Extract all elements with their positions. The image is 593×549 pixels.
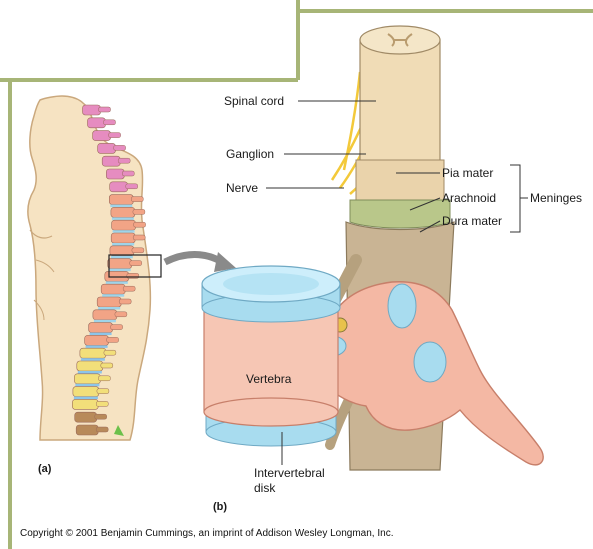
spinous-process xyxy=(131,197,143,202)
vertebra-segment xyxy=(76,425,98,435)
pia-mater-label: Pia mater xyxy=(442,166,493,180)
spinous-process xyxy=(98,376,110,381)
spinous-process xyxy=(111,325,123,330)
intervertebral-disk-segment xyxy=(113,230,135,233)
meninges-bracket xyxy=(510,165,520,232)
spinous-process xyxy=(115,312,127,317)
intervertebral-disk-segment xyxy=(90,333,112,336)
vertebra-segment xyxy=(98,143,116,153)
vertebra-segment xyxy=(110,246,134,256)
facet-right xyxy=(414,342,446,382)
vertebra-segment xyxy=(97,297,121,307)
arachnoid-label: Arachnoid xyxy=(442,191,496,205)
vertebra-segment xyxy=(73,387,99,397)
nerve-label: Nerve xyxy=(226,181,258,195)
panel-a-label: (a) xyxy=(38,462,51,476)
zoom-arrow xyxy=(165,255,222,263)
vertebra-segment xyxy=(72,399,98,409)
intervertebral-disk-segment xyxy=(111,256,133,258)
spinous-process xyxy=(109,133,121,138)
intervertebral-disk-segment xyxy=(109,269,131,272)
vertebra-segment xyxy=(83,105,101,115)
intervertebral-disk-segment xyxy=(81,358,105,361)
spinous-process xyxy=(133,235,145,240)
vertebra-segment xyxy=(85,335,109,345)
ganglion-label: Ganglion xyxy=(226,147,274,161)
intervertebral-disk-segment xyxy=(106,281,128,284)
vertebra-body-bottom xyxy=(204,398,338,426)
vertebra-segment xyxy=(93,310,117,320)
vertebra-segment xyxy=(106,169,124,179)
intervertebral-disk-segment xyxy=(98,307,120,310)
vertebra-segment xyxy=(110,182,128,192)
intervertebral-disk-segment xyxy=(78,371,102,374)
spinous-process xyxy=(132,248,144,253)
vertebra-segment xyxy=(93,131,111,141)
intervertebral-disk-segment xyxy=(94,320,116,323)
spinous-process xyxy=(126,184,138,189)
vertebra-segment xyxy=(77,361,103,371)
copyright-notice: Copyright © 2001 Benjamin Cummings, an i… xyxy=(20,528,393,539)
spinous-process xyxy=(96,401,108,406)
vertebra-segment xyxy=(101,284,125,294)
panel-b-label: (b) xyxy=(213,500,227,514)
dura-mater-label: Dura mater xyxy=(442,214,502,228)
vertebra-segment xyxy=(88,118,106,128)
spinous-process xyxy=(107,337,119,342)
spinous-process xyxy=(122,171,134,176)
vertebra-segment xyxy=(80,348,106,358)
vertebra-segment xyxy=(109,195,133,205)
vertebra-segment xyxy=(112,220,136,230)
spinal-cord-label: Spinal cord xyxy=(224,94,284,108)
vertebra-label: Vertebra xyxy=(246,372,291,386)
vertebra-segment xyxy=(75,412,97,422)
spinous-process xyxy=(104,120,116,125)
vertebra-segment xyxy=(89,323,113,333)
intervertebral-disk-segment xyxy=(110,205,132,208)
vertebral-body-group xyxy=(202,266,340,446)
meninges-label: Meninges xyxy=(530,191,582,205)
pia-mater-layer xyxy=(356,160,444,200)
intervertebral-disk-segment xyxy=(112,243,134,246)
nucleus-pulposus xyxy=(223,273,319,295)
spinous-process xyxy=(101,363,113,368)
spinous-process xyxy=(119,299,131,304)
vertebra-segment xyxy=(111,233,135,243)
vertebra-segment xyxy=(108,259,132,269)
spinous-process xyxy=(96,427,108,432)
spinous-process xyxy=(114,145,126,150)
intervertebral-disk-segment xyxy=(86,345,108,348)
vertebra-segment xyxy=(102,156,120,166)
spinous-process xyxy=(104,350,116,355)
facet-left xyxy=(388,284,416,328)
vertebra-segment xyxy=(74,374,100,384)
intervertebral-disk-segment xyxy=(74,397,98,400)
spinous-process xyxy=(95,414,107,419)
intervertebral-disk-segment xyxy=(112,217,134,220)
intervertebral-disk-segment xyxy=(102,294,124,297)
vertebra-segment xyxy=(111,207,135,217)
spinous-process xyxy=(130,261,142,266)
spinous-process xyxy=(133,209,145,214)
spinous-process xyxy=(97,389,109,394)
spinous-process xyxy=(134,222,146,227)
intervertebral-disk-label-line1: Intervertebral xyxy=(254,466,325,480)
spinous-process xyxy=(127,273,139,278)
spinous-process xyxy=(99,107,111,112)
spinous-process xyxy=(118,158,130,163)
spinous-process xyxy=(123,286,135,291)
intervertebral-disk-segment xyxy=(75,384,99,387)
intervertebral-disk-label-line2: disk xyxy=(254,481,275,495)
